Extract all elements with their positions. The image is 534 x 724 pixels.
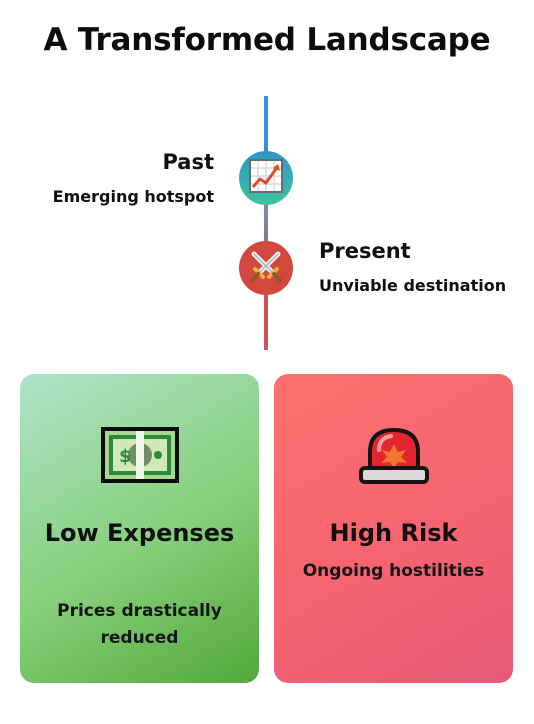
timeline-line-top xyxy=(264,96,268,160)
low-expenses-title: Low Expenses xyxy=(44,519,235,547)
timeline-node-present xyxy=(239,241,293,295)
crossed-swords-icon xyxy=(247,247,285,289)
high-risk-title: High Risk xyxy=(329,519,458,547)
timeline-line-middle xyxy=(264,196,268,246)
timeline-present-text: Present Unviable destination xyxy=(319,239,506,295)
siren-icon xyxy=(274,426,513,486)
low-expenses-subtitle: Prices drastically reduced xyxy=(57,601,222,648)
banknote-icon: $ xyxy=(20,426,259,484)
svg-text:$: $ xyxy=(119,446,132,467)
timeline-past-heading: Past xyxy=(162,150,214,174)
timeline-node-past xyxy=(239,151,293,205)
timeline-past-subtitle: Emerging hotspot xyxy=(52,187,214,206)
page-title: A Transformed Landscape xyxy=(43,22,491,58)
high-risk-subtitle: Ongoing hostilities xyxy=(302,561,485,581)
timeline-line-bottom xyxy=(264,292,268,350)
chart-increasing-icon xyxy=(249,159,283,197)
low-expenses-card: $ Low Expenses Prices drastically reduce… xyxy=(20,374,259,683)
high-risk-card: High Risk Ongoing hostilities xyxy=(274,374,513,683)
timeline-past-text: Past Emerging hotspot xyxy=(53,150,214,206)
timeline-present-subtitle: Unviable destination xyxy=(319,276,507,295)
timeline-present-heading: Present xyxy=(319,239,411,263)
